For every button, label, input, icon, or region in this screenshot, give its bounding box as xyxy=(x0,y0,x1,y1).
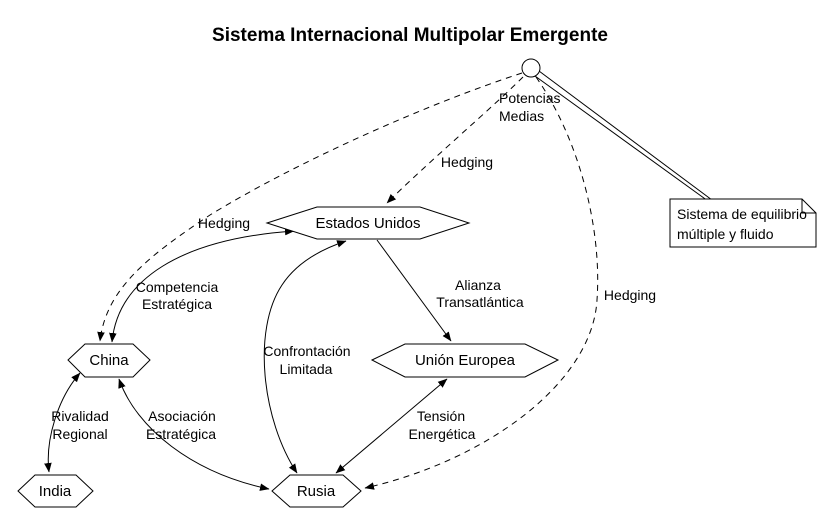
estados-unidos-label: Estados Unidos xyxy=(315,215,420,232)
edge-label-tension-line2: Energética xyxy=(409,426,476,442)
edge-label-rivalidad-line2: Regional xyxy=(52,426,107,442)
india-hexagon xyxy=(17,474,94,508)
union-europea-hexagon xyxy=(370,343,560,378)
edge-labels: Hedging Hedging Hedging Competencia Estr… xyxy=(51,154,656,442)
edge-label-asociacion-line1: Asociación xyxy=(148,408,216,424)
node-rusia: Rusia xyxy=(271,474,362,508)
note-text-line1: Sistema de equilibrio xyxy=(677,206,807,222)
edge-label-competencia-line2: Estratégica xyxy=(142,296,212,312)
china-hexagon xyxy=(67,343,151,378)
union-europea-label: Unión Europea xyxy=(415,352,516,369)
edge-rivalidad-india-china xyxy=(44,372,81,473)
edge-label-alianza-line2: Transatlántica xyxy=(436,294,524,310)
diagram-title: Sistema Internacional Multipolar Emergen… xyxy=(212,25,608,46)
note-sistema-equilibrio: Sistema de equilibrio múltiple y fluido xyxy=(669,198,817,248)
note-shape xyxy=(669,198,817,248)
node-india: India xyxy=(17,474,94,508)
edge-competencia-china-estados-unidos xyxy=(109,227,295,343)
edge-label-alianza-line1: Alianza xyxy=(455,277,501,293)
edge-label-hedging-china: Hedging xyxy=(198,215,250,231)
estados-unidos-hexagon xyxy=(265,206,471,240)
node-potencias-medias: Potencias Medias xyxy=(499,58,560,124)
note-fold-icon xyxy=(801,199,816,214)
potencias-medias-label-line2: Medias xyxy=(499,108,544,124)
edge-hedging-potencias-rusia xyxy=(364,76,599,490)
potencias-medias-label-line1: Potencias xyxy=(499,90,560,106)
edge-asociacion-china-rusia xyxy=(118,378,270,491)
india-label: India xyxy=(39,483,72,500)
china-label: China xyxy=(89,352,129,369)
edge-alianza-estados-unidos-union-europea xyxy=(376,239,452,342)
edge-label-hedging-estados-unidos: Hedging xyxy=(441,154,493,170)
edge-label-confrontacion-line2: Limitada xyxy=(280,361,333,377)
note-connector-line-1 xyxy=(538,70,713,201)
note-connector-line-2 xyxy=(534,75,709,202)
edge-label-competencia-line1: Competencia xyxy=(136,279,219,295)
edge-label-confrontacion-line1: Confrontación xyxy=(263,343,350,359)
edge-label-asociacion-line2: Estratégica xyxy=(146,426,216,442)
node-estados-unidos: Estados Unidos xyxy=(265,206,471,240)
rusia-label: Rusia xyxy=(297,483,336,500)
edge-hedging-potencias-estados-unidos xyxy=(386,76,524,204)
edge-label-rivalidad-line1: Rivalidad xyxy=(51,408,109,424)
edges xyxy=(44,70,713,491)
edge-label-hedging-rusia: Hedging xyxy=(604,287,656,303)
edge-tension-rusia-union-europea xyxy=(335,378,448,474)
edge-confrontacion-rusia-estados-unidos xyxy=(263,240,347,474)
rusia-hexagon xyxy=(271,474,362,508)
note-text-line2: múltiple y fluido xyxy=(677,226,774,242)
potencias-medias-circle-icon xyxy=(521,58,541,78)
node-china: China xyxy=(67,343,151,378)
edge-label-tension-line1: Tensión xyxy=(417,408,465,424)
node-union-europea: Unión Europea xyxy=(370,343,560,378)
